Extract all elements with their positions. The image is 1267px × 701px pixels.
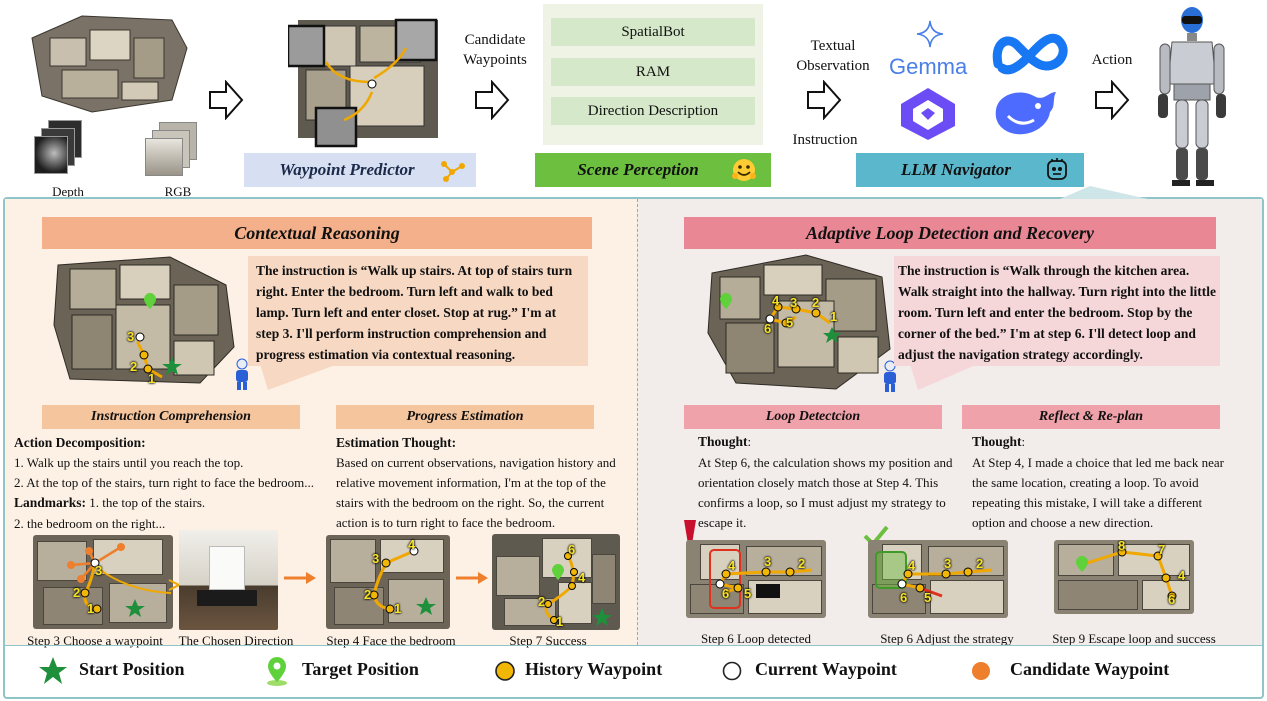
caption-step7: Step 7 Success: [509, 633, 587, 648]
legend-candidate: Candidate Waypoint: [1010, 659, 1170, 679]
action-label: Action: [1091, 52, 1133, 68]
caption-step9: Step 9 Escape loop and success: [1052, 631, 1216, 646]
depth-label: Depth: [52, 184, 84, 199]
estimation-text: Based on current observations, navigatio…: [336, 455, 616, 530]
instruction-label: Instruction: [792, 132, 858, 148]
legend-history: History Waypoint: [525, 659, 663, 679]
ld-text: At Step 6, the calculation shows my posi…: [698, 455, 953, 530]
action-item-1: 1. Walk up the stairs until you reach th…: [14, 455, 244, 470]
right-instruction-text: The instruction is “Walk through the kit…: [898, 263, 1217, 362]
house-scan-top: [22, 8, 192, 116]
callout-tail: [1060, 186, 1148, 199]
chosen-direction-image: [179, 530, 278, 630]
start-star-icon: [39, 657, 67, 684]
arrow-right-orange-icon: [456, 572, 488, 584]
left-instruction-bubble: [248, 256, 588, 366]
llm-navigator-label: LLM Navigator: [900, 160, 1012, 179]
caption-step6-loop: Step 6 Loop detected: [700, 631, 812, 646]
arrow-right-orange-icon: [284, 572, 316, 584]
scene-perception-panel: SpatialBot RAM Direction Description: [543, 4, 763, 145]
meta-logo-icon: [992, 33, 1068, 75]
target-pin-icon: [267, 657, 287, 686]
scene-item-direction: Direction Description: [551, 97, 755, 125]
panel-divider: [637, 199, 638, 645]
gemma-star-icon: [916, 20, 944, 48]
landmarks-label: Landmarks:: [14, 495, 87, 510]
step7-image: 6 4 2 1: [492, 534, 620, 630]
rr-thought-line: Thought:: [972, 434, 1026, 449]
depth-images: [34, 120, 84, 178]
step3-image: 3 2 1: [33, 535, 173, 629]
brain-robot-icon: [1047, 158, 1067, 180]
caption-step3: Step 3 Choose a waypoint: [27, 633, 163, 648]
reflect-replan-title: Reflect & Re-plan: [962, 405, 1220, 429]
contextual-reasoning-title: Contextual Reasoning: [42, 217, 592, 249]
instruction-comprehension-title: Instruction Comprehension: [42, 405, 300, 429]
robot-mascot-icon: [884, 360, 896, 392]
legend-target: Target Position: [302, 659, 419, 679]
right-instruction-bubble: [894, 256, 1220, 366]
llm-navigator-bar: LLM Navigator: [856, 153, 1084, 187]
waypoint-predictor-image: [286, 12, 442, 148]
landmark-1: 1. the top of the stairs.: [89, 495, 206, 510]
history-waypoint-icon: [495, 661, 515, 681]
action-item-2: 2. At the top of the stairs, turn right …: [14, 475, 315, 490]
qwen-logo-icon: [901, 88, 955, 140]
humanoid-robot-image: [1158, 7, 1226, 186]
arrow-right-icon: [807, 80, 842, 120]
action-decomposition-label: Action Decomposition:: [14, 435, 146, 450]
caption-step4: Step 4 Face the bedroom: [326, 633, 456, 648]
right-house-scan: 4 3 2 1 6 5: [706, 253, 896, 393]
deepseek-logo-icon: [995, 92, 1056, 135]
arrow-right-icon: [475, 80, 510, 120]
current-waypoint-icon: [722, 661, 742, 681]
robot-mascot-icon: [236, 358, 248, 390]
scene-item-spatialbot: SpatialBot: [551, 18, 755, 46]
scene-perception-bar: Scene Perception: [535, 153, 771, 187]
landmarks-line: Landmarks: 1. the top of the stairs.: [14, 493, 334, 513]
legend-start: Start Position: [79, 659, 185, 679]
caption-step6-adjust: Step 6 Adjust the strategy: [880, 631, 1014, 646]
gemma-label: Gemma: [889, 54, 968, 79]
bubble-tail: [260, 364, 338, 390]
hugging-face-icon: [732, 159, 756, 181]
legend-current: Current Waypoint: [755, 659, 897, 679]
step6-adjust-image: 4 3 2 6 5: [868, 540, 1008, 618]
ld-thought-line: Thought:: [698, 434, 752, 449]
waypoint-predictor-label: Waypoint Predictor: [279, 160, 415, 179]
arrow-right-icon: [1095, 80, 1130, 120]
step9-image: 8 7 4 6: [1054, 540, 1194, 614]
candidate-waypoints-label: Candidate Waypoints: [463, 32, 527, 68]
step6-loop-image: 4 3 2 6 5: [686, 540, 826, 618]
step4-image: 4 3 2 1: [326, 535, 450, 629]
bubble-tail: [910, 364, 978, 390]
adaptive-loop-title: Adaptive Loop Detection and Recovery: [684, 217, 1216, 249]
progress-estimation-title: Progress Estimation: [336, 405, 594, 429]
candidate-waypoint-icon: [972, 662, 990, 680]
scene-perception-label: Scene Perception: [577, 160, 699, 179]
left-house-scan: 3 2 1: [50, 255, 250, 387]
waypoint-graph-icon: [441, 161, 465, 182]
rgb-images: [145, 122, 203, 180]
loop-detection-title: Loop Detectcion: [684, 405, 942, 429]
arrow-right-icon: [209, 80, 244, 120]
caption-chosen-direction: The Chosen Direction: [178, 633, 294, 648]
rr-text: At Step 4, I made a choice that led me b…: [972, 455, 1224, 530]
scene-item-ram: RAM: [551, 58, 755, 86]
legend-separator: [5, 645, 1262, 646]
waypoint-predictor-bar: Waypoint Predictor: [244, 153, 476, 187]
left-instruction-text: The instruction is “Walk up stairs. At t…: [256, 263, 573, 362]
estimation-thought-label: Estimation Thought:: [336, 435, 457, 450]
textual-observation-label: Textual Observation: [796, 38, 870, 74]
rgb-label: RGB: [164, 184, 192, 199]
landmark-2: 2. the bedroom on the right...: [14, 516, 166, 531]
